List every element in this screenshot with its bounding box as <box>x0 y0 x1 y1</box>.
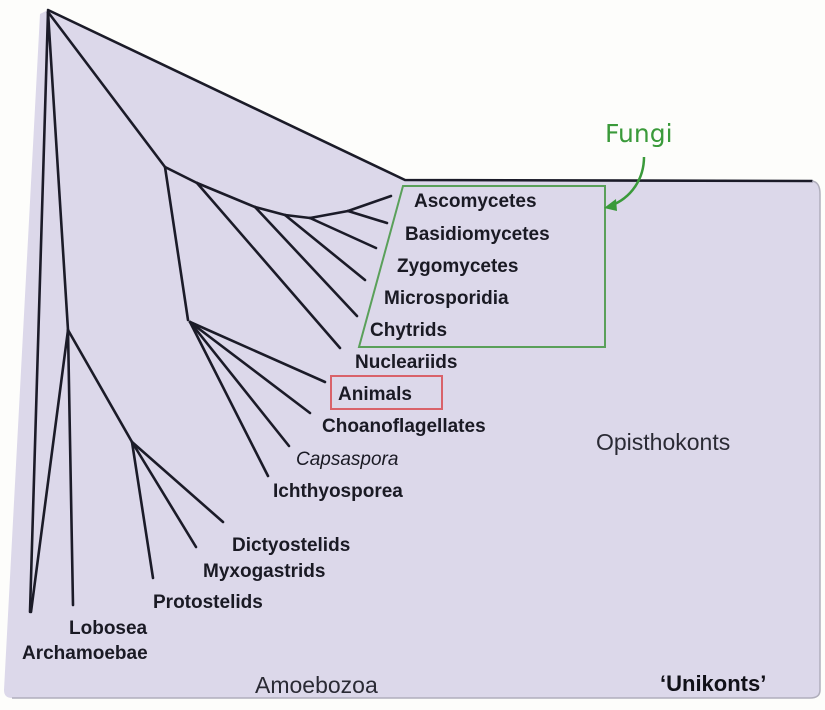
fungi-arrowhead-icon <box>604 199 617 211</box>
branch-basidiomycetes <box>346 209 389 225</box>
taxon-ascomycetes: Ascomycetes <box>414 191 537 212</box>
fungi-callout-label: Fungi <box>605 119 673 148</box>
branch-fungi-inner-1 <box>253 205 287 217</box>
taxon-choanoflagellates: Choanoflagellates <box>322 416 486 437</box>
clade-background-panel <box>4 10 820 698</box>
animals-highlight-box <box>330 375 443 410</box>
branch-zygomycetes <box>308 216 378 250</box>
branch-ascomycetes <box>346 194 393 213</box>
taxon-capsaspora: Capsaspora <box>296 449 398 470</box>
group-label-amoebozoa: Amoebozoa <box>255 672 378 698</box>
branch-archamoebae-inner <box>29 328 70 614</box>
branch-ichthyosporea <box>188 320 270 478</box>
branch-holozoa-stem <box>163 165 190 322</box>
taxon-protostelids: Protostelids <box>153 592 263 613</box>
panel-top-edge <box>46 8 814 183</box>
taxon-animals: Animals <box>338 384 412 405</box>
branch-holomycota-stem <box>163 165 199 185</box>
branch-choanoflagellates <box>188 320 312 415</box>
taxon-dictyostelids: Dictyostelids <box>232 535 350 556</box>
taxon-zygomycetes: Zygomycetes <box>397 256 518 277</box>
branch-myxogastrids <box>130 440 198 549</box>
group-label-opisthokonts: Opisthokonts <box>596 429 730 455</box>
branch-protostelids <box>130 440 155 580</box>
branch-fungi-stem <box>195 181 257 209</box>
taxon-lobosea: Lobosea <box>69 618 148 639</box>
branch-dikarya-stem <box>308 209 350 220</box>
branch-animals <box>188 320 327 384</box>
branch-capsaspora <box>188 320 291 448</box>
fungi-clade-box <box>357 185 606 348</box>
taxon-ichthyosporea: Ichthyosporea <box>273 481 403 502</box>
branch-chytrids <box>253 205 359 318</box>
branch-fungi-inner-2 <box>283 213 312 220</box>
taxon-basidiomycetes: Basidiomycetes <box>405 224 550 245</box>
branch-nucleariids <box>195 181 342 350</box>
branch-archamoebae <box>28 10 50 614</box>
branch-amoebozoa-inner <box>66 328 134 444</box>
branch-amoebozoa-stem <box>46 10 70 332</box>
branch-microsporidia <box>283 213 367 282</box>
branch-lobosea <box>66 328 75 607</box>
taxon-archamoebae: Archamoebae <box>22 643 148 664</box>
group-label-unikonts: ‘Unikonts’ <box>660 671 766 696</box>
branch-opisthokont-stem <box>46 10 167 169</box>
branch-dictyostelids <box>130 440 225 524</box>
taxon-myxogastrids: Myxogastrids <box>203 561 325 582</box>
taxon-chytrids: Chytrids <box>370 320 447 341</box>
panel-right-edge <box>12 180 821 699</box>
taxon-microsporidia: Microsporidia <box>384 288 509 309</box>
taxon-nucleariids: Nucleariids <box>355 352 457 373</box>
